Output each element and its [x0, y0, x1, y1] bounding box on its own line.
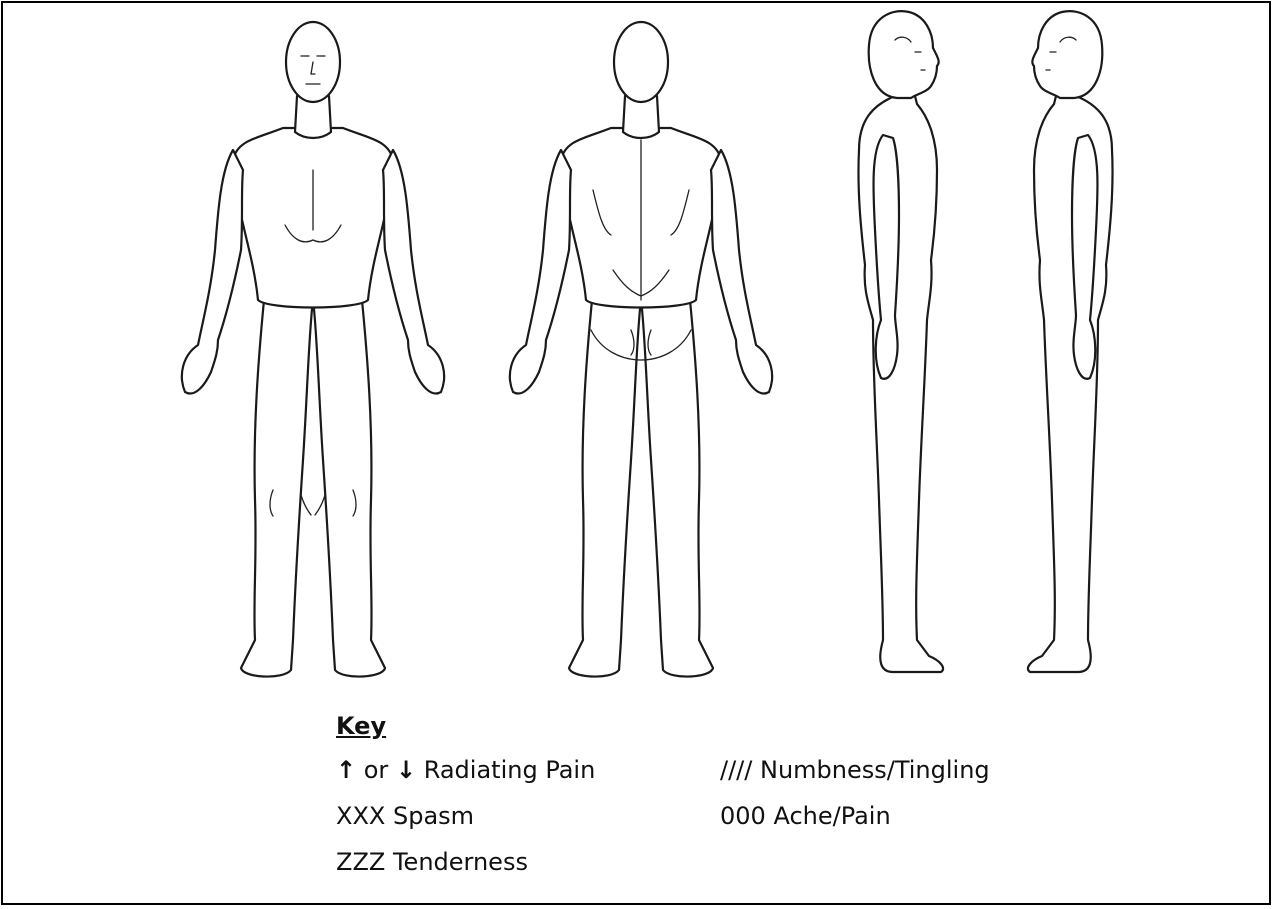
legend-label: Ache/Pain [773, 802, 890, 830]
legend-label: Numbness/Tingling [760, 756, 990, 784]
legend-label: Spasm [393, 802, 474, 830]
legend-connector: or [364, 756, 389, 784]
back-view-figure [510, 22, 772, 677]
left-side-view-figure [1028, 11, 1113, 672]
legend-label: Tenderness [393, 848, 528, 876]
legend-title: Key [336, 712, 386, 740]
legend-item-spasm: XXX Spasm [336, 802, 474, 830]
legend-item-radiating-pain: ↑ or ↓ Radiating Pain [336, 756, 595, 784]
legend-item-numbness: //// Numbness/Tingling [720, 756, 990, 784]
arrow-down-icon: ↓ [396, 756, 416, 784]
legend-symbol: //// [720, 756, 752, 784]
arrow-up-icon: ↑ [336, 756, 356, 784]
legend-symbol: ZZZ [336, 848, 385, 876]
legend-item-ache: 000 Ache/Pain [720, 802, 891, 830]
legend-label: Radiating Pain [424, 756, 596, 784]
legend-item-tenderness: ZZZ Tenderness [336, 848, 528, 876]
front-view-figure [182, 22, 444, 677]
legend-symbol: 000 [720, 802, 766, 830]
body-figures [0, 0, 1276, 700]
right-side-view-figure [858, 11, 943, 672]
legend-symbol: XXX [336, 802, 385, 830]
